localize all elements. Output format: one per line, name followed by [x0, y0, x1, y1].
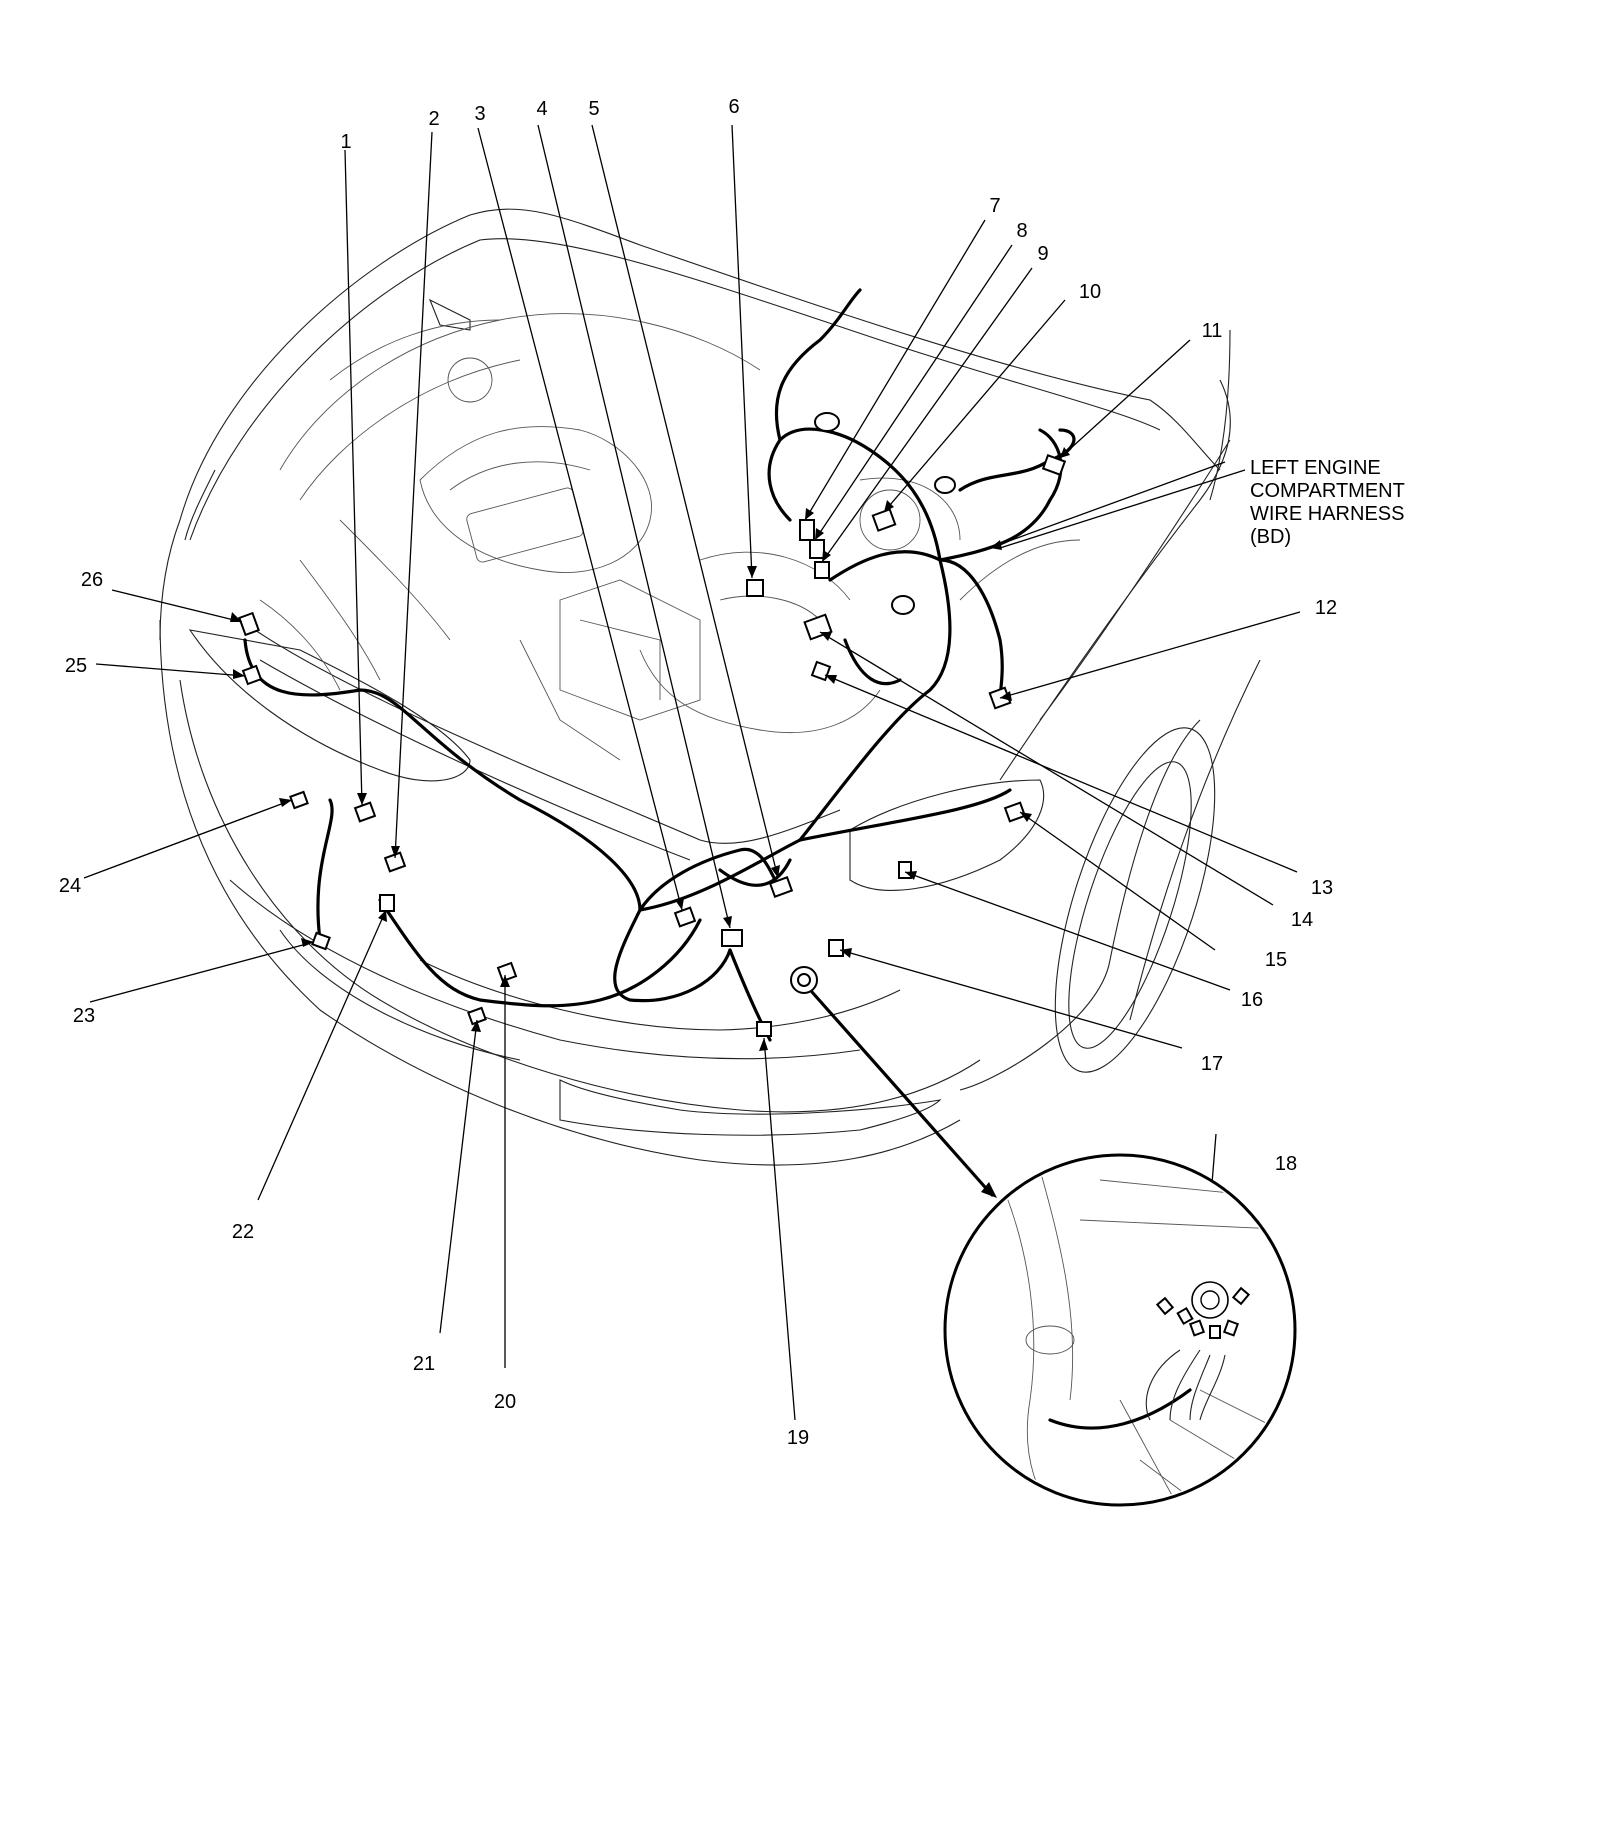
callout-15: 15 [1265, 949, 1287, 971]
callout-12: 12 [1315, 597, 1337, 619]
connector-10 [871, 508, 897, 532]
connector-5 [768, 876, 794, 898]
callout-4: 4 [536, 98, 547, 120]
connector-25 [241, 664, 263, 686]
callout-25: 25 [65, 655, 87, 677]
connector-23 [311, 931, 331, 951]
callout-6: 6 [728, 96, 739, 118]
harness-label-line-1: LEFT ENGINE [1250, 457, 1381, 479]
connector-17 [828, 939, 844, 957]
callout-3: 3 [474, 103, 485, 125]
callout-11: 11 [1202, 320, 1223, 342]
ground-detail-inset [943, 1153, 1297, 1507]
harness-label-line-4: (BD) [1250, 526, 1291, 548]
harness-label-line-3: WIRE HARNESS [1250, 503, 1404, 525]
connector-11 [1041, 454, 1067, 476]
connector-15 [1003, 801, 1027, 823]
connector-2 [383, 851, 407, 873]
callout-7: 7 [989, 195, 1000, 217]
callout-23: 23 [73, 1005, 95, 1027]
callout-22: 22 [232, 1221, 254, 1243]
connectors [238, 412, 1067, 1037]
callout-8: 8 [1016, 220, 1027, 242]
connector-20 [496, 961, 518, 983]
callout-2: 2 [428, 108, 439, 130]
connector-9 [814, 561, 830, 579]
callout-13: 13 [1311, 877, 1333, 899]
wire-harness [243, 288, 1076, 1042]
callout-21: 21 [413, 1353, 435, 1375]
connector-8 [809, 539, 825, 559]
connector-19 [756, 1021, 772, 1037]
callout-5: 5 [588, 98, 599, 120]
leader-lines [83, 124, 1301, 1421]
harness-label-line-2: COMPARTMENT [1250, 480, 1405, 502]
detail-arrow [810, 990, 994, 1197]
callout-18: 18 [1275, 1153, 1297, 1175]
engine-bay-detail [259, 313, 1081, 761]
connector-3 [673, 906, 697, 928]
connector-7 [799, 519, 815, 541]
connector-24 [289, 790, 309, 810]
callout-9: 9 [1037, 243, 1048, 265]
connector-4 [721, 929, 743, 947]
callout-19: 19 [787, 1427, 809, 1449]
arrowheads [230, 447, 1207, 1270]
callout-labels: 1 2 3 4 5 6 7 8 9 10 11 12 13 14 15 16 1… [59, 96, 1337, 1449]
callout-20: 20 [494, 1391, 516, 1413]
callout-17: 17 [1201, 1053, 1223, 1075]
connector-22 [379, 894, 395, 912]
connector-21 [467, 1006, 487, 1026]
callout-1: 1 [340, 131, 351, 153]
callout-16: 16 [1241, 989, 1263, 1011]
callout-26: 26 [81, 569, 103, 591]
callout-24: 24 [59, 875, 81, 897]
callout-14: 14 [1291, 909, 1313, 931]
harness-label: LEFT ENGINE COMPARTMENT WIRE HARNESS (BD… [999, 457, 1405, 549]
connector-6 [746, 579, 764, 597]
connector-1 [353, 801, 377, 823]
callout-10: 10 [1079, 281, 1101, 303]
connector-26 [238, 611, 260, 637]
vehicle-body-outline [159, 208, 1261, 1166]
